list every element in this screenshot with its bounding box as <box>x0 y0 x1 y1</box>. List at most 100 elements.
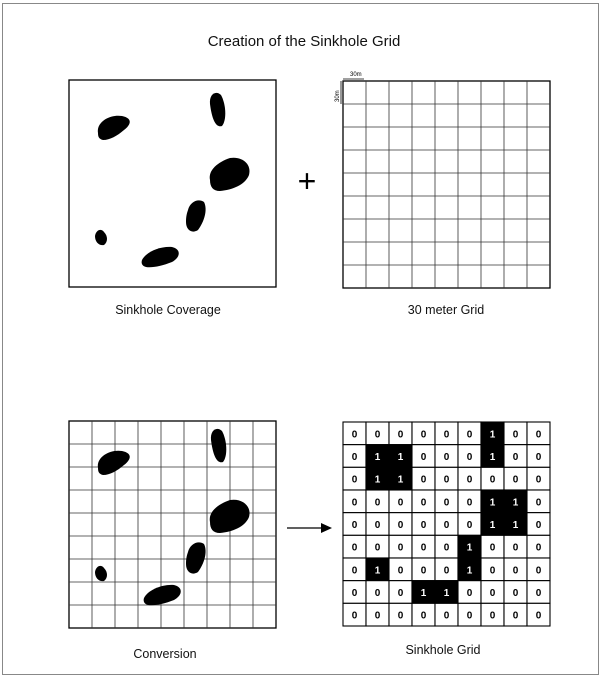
cell-height-label: 30m <box>335 90 341 102</box>
cell-value: 0 <box>536 429 542 440</box>
cell-value: 0 <box>444 475 450 486</box>
cell-value: 0 <box>421 611 427 622</box>
cell-value: 0 <box>398 520 404 531</box>
cell-value: 0 <box>398 588 404 599</box>
cell-value: 0 <box>421 543 427 554</box>
cell-value: 0 <box>513 429 519 440</box>
cell-value: 0 <box>375 497 381 508</box>
cell-value: 0 <box>536 611 542 622</box>
cell-value: 0 <box>490 588 496 599</box>
cell-value: 0 <box>536 520 542 531</box>
cell-value: 0 <box>375 611 381 622</box>
cell-value: 1 <box>513 520 519 531</box>
cell-value: 1 <box>467 543 473 554</box>
cell-value: 0 <box>352 543 358 554</box>
cell-value: 0 <box>536 497 542 508</box>
sinkhole-shape <box>95 566 107 581</box>
cell-value: 1 <box>444 588 450 599</box>
cell-value: 0 <box>421 565 427 576</box>
cell-value: 0 <box>421 429 427 440</box>
conversion-sinkhole-shapes <box>95 429 250 605</box>
cell-value: 0 <box>536 543 542 554</box>
cell-value: 0 <box>513 588 519 599</box>
caption-sinkhole-coverage: Sinkhole Coverage <box>58 303 278 317</box>
cell-value: 0 <box>398 429 404 440</box>
cell-value: 1 <box>421 588 427 599</box>
sinkhole-shape <box>142 247 179 267</box>
cell-value: 1 <box>398 475 404 486</box>
caption-sinkhole-grid: Sinkhole Grid <box>333 643 553 657</box>
cell-value: 0 <box>352 497 358 508</box>
cell-value: 1 <box>375 565 381 576</box>
sinkhole-shape <box>144 585 181 605</box>
sinkhole-shape <box>186 542 206 573</box>
sinkhole-shapes <box>95 93 250 267</box>
cell-value: 0 <box>444 429 450 440</box>
sinkhole-shape <box>210 500 250 533</box>
cell-size-annotation: 30m 30m <box>335 72 364 104</box>
cell-value: 0 <box>375 543 381 554</box>
cell-value: 0 <box>421 520 427 531</box>
cell-value: 0 <box>513 452 519 463</box>
cell-value: 0 <box>398 543 404 554</box>
caption-conversion: Conversion <box>55 647 275 661</box>
cell-value: 0 <box>352 565 358 576</box>
cell-value: 0 <box>513 475 519 486</box>
cell-value: 0 <box>444 611 450 622</box>
cell-value: 0 <box>352 452 358 463</box>
cell-value: 1 <box>398 452 404 463</box>
cell-value: 0 <box>352 520 358 531</box>
cell-value: 0 <box>536 475 542 486</box>
cell-value: 0 <box>467 497 473 508</box>
cell-value: 0 <box>444 497 450 508</box>
cell-value: 1 <box>513 497 519 508</box>
cell-value: 1 <box>467 565 473 576</box>
cell-value: 0 <box>467 611 473 622</box>
conversion-arrow <box>287 523 332 533</box>
cell-value: 0 <box>513 611 519 622</box>
cell-value: 0 <box>536 452 542 463</box>
cell-value: 0 <box>375 520 381 531</box>
cell-value: 1 <box>375 475 381 486</box>
cell-value: 0 <box>352 475 358 486</box>
sinkhole-shape <box>95 230 107 245</box>
cell-value: 1 <box>490 497 496 508</box>
caption-30-meter-grid: 30 meter Grid <box>336 303 556 317</box>
cell-value: 0 <box>513 543 519 554</box>
cell-value: 0 <box>398 497 404 508</box>
sinkhole-shape <box>210 158 250 191</box>
sinkhole-coverage-panel <box>69 80 276 287</box>
cell-value: 0 <box>352 611 358 622</box>
cell-value: 1 <box>490 429 496 440</box>
cell-value: 1 <box>490 452 496 463</box>
cell-value: 0 <box>421 475 427 486</box>
cell-value: 0 <box>352 429 358 440</box>
cell-value: 0 <box>467 452 473 463</box>
cell-value: 0 <box>536 565 542 576</box>
cell-width-label: 30m <box>350 72 362 78</box>
plus-sign: + <box>298 163 317 199</box>
cell-value: 1 <box>375 452 381 463</box>
cell-value: 0 <box>444 520 450 531</box>
sinkhole-shape <box>98 451 130 475</box>
cell-value: 0 <box>444 543 450 554</box>
cell-value: 0 <box>513 565 519 576</box>
cell-value: 0 <box>352 588 358 599</box>
sinkhole-shape <box>98 116 130 140</box>
cell-value: 0 <box>536 588 542 599</box>
cell-value: 1 <box>490 520 496 531</box>
cell-value: 0 <box>421 497 427 508</box>
conversion-panel <box>69 421 276 628</box>
arrow-head <box>321 523 332 533</box>
cell-value: 0 <box>398 611 404 622</box>
thirty-meter-grid-panel <box>343 81 550 288</box>
sinkhole-shape <box>210 93 225 126</box>
cell-value: 0 <box>375 588 381 599</box>
sinkhole-shape <box>211 429 226 462</box>
cell-value: 0 <box>490 475 496 486</box>
cell-value: 0 <box>467 588 473 599</box>
cell-value: 0 <box>490 565 496 576</box>
cell-value: 0 <box>421 452 427 463</box>
cell-value: 0 <box>467 429 473 440</box>
